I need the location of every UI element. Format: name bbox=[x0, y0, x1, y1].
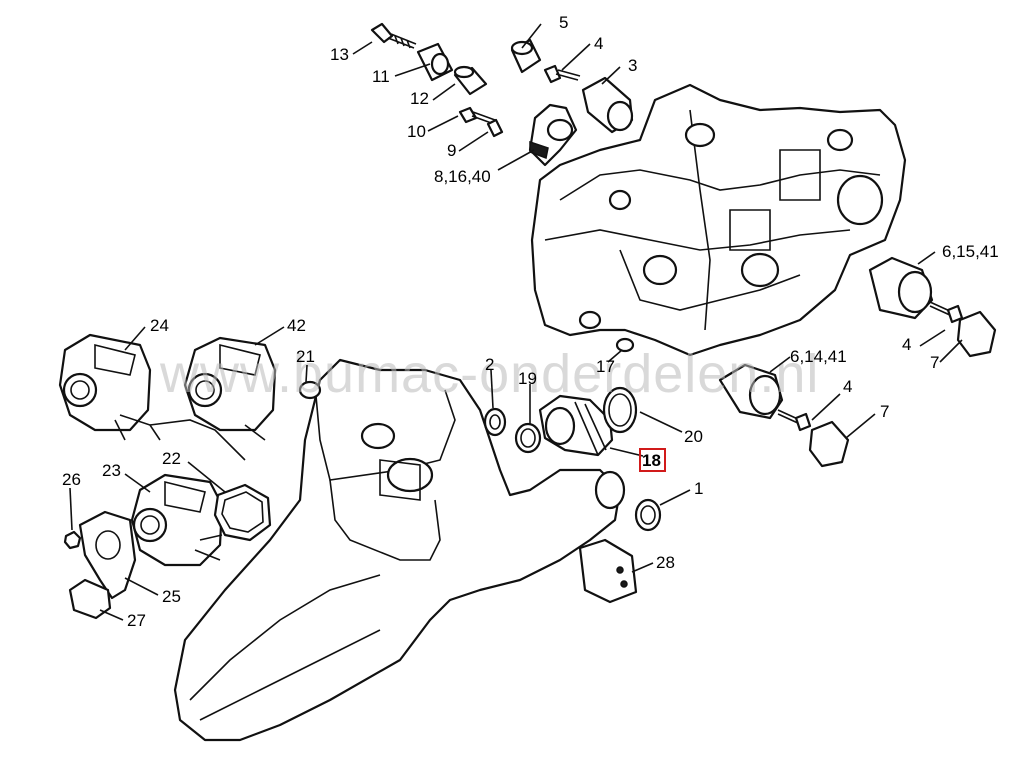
callout-24: 24 bbox=[150, 316, 169, 335]
callout-5: 5 bbox=[559, 13, 568, 32]
carburetors bbox=[58, 333, 277, 620]
callout-22: 22 bbox=[162, 449, 181, 468]
callout-12: 12 bbox=[410, 89, 429, 108]
callout-4: 4 bbox=[843, 377, 852, 396]
callout-4: 4 bbox=[902, 335, 911, 354]
callout-25: 25 bbox=[162, 587, 181, 606]
handle-housing bbox=[173, 358, 626, 742]
callout-8-16-40: 8,16,40 bbox=[434, 167, 491, 186]
callout-21: 21 bbox=[296, 347, 315, 366]
leader-lines bbox=[69, 23, 963, 621]
highlight-box-18 bbox=[639, 448, 666, 472]
callout-18: 18 bbox=[642, 451, 661, 470]
callout-19: 19 bbox=[518, 369, 537, 388]
callout-27: 27 bbox=[127, 611, 146, 630]
callout-13: 13 bbox=[330, 45, 349, 64]
parts-intake bbox=[298, 337, 662, 604]
callout-2: 2 bbox=[485, 355, 494, 374]
callout-17: 17 bbox=[596, 357, 615, 376]
callout-28: 28 bbox=[656, 553, 675, 572]
callout-6-15-41: 6,15,41 bbox=[942, 242, 999, 261]
callout-26: 26 bbox=[62, 470, 81, 489]
callout-23: 23 bbox=[102, 461, 121, 480]
callout-1: 1 bbox=[694, 479, 703, 498]
crankcase bbox=[530, 83, 907, 357]
callout-3: 3 bbox=[628, 56, 637, 75]
watermark: www.bumac-onderdelen.nl bbox=[159, 344, 819, 404]
callout-42: 42 bbox=[287, 316, 306, 335]
callout-11: 11 bbox=[372, 67, 390, 86]
callout-7: 7 bbox=[930, 353, 939, 372]
callouts: 13 5 4 3 11 12 10 9 8,16,40 6,15,41 4 7 … bbox=[62, 13, 999, 630]
callout-4: 4 bbox=[594, 34, 603, 53]
parts-right bbox=[718, 256, 997, 468]
callout-9: 9 bbox=[447, 141, 456, 160]
callout-6-14-41: 6,14,41 bbox=[790, 347, 847, 366]
callout-10: 10 bbox=[407, 122, 426, 141]
callout-20: 20 bbox=[684, 427, 703, 446]
callout-7: 7 bbox=[880, 402, 889, 421]
